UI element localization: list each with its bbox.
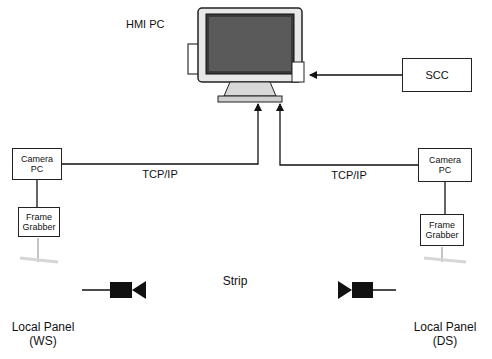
edge-label: TCP/IP <box>330 169 367 182</box>
box-label: Camera PC <box>423 155 467 176</box>
process-box: SCC <box>402 58 472 92</box>
box-label: Frame Grabber <box>23 212 56 233</box>
text-label: Strip <box>214 274 256 288</box>
box-label: Camera PC <box>17 154 57 175</box>
process-box: Camera PC <box>418 148 472 182</box>
box-label: SCC <box>425 69 448 82</box>
cable <box>20 238 466 262</box>
connector <box>36 180 37 207</box>
connector <box>310 74 402 75</box>
box-label: Frame Grabber <box>425 220 459 241</box>
connector <box>280 104 418 165</box>
process-box: Camera PC <box>12 148 62 180</box>
connector <box>62 104 258 164</box>
process-box: Frame Grabber <box>18 207 60 237</box>
text-label: Local Panel (DS) <box>404 320 486 349</box>
camera-symbol <box>338 281 396 299</box>
hmi-monitor: HMI PC <box>126 6 310 104</box>
node-label: HMI PC <box>126 18 165 30</box>
camera-symbol <box>82 281 146 299</box>
process-box: Frame Grabber <box>420 214 464 246</box>
text-label: Local Panel (WS) <box>2 320 84 349</box>
edge-label: TCP/IP <box>141 168 178 181</box>
connector <box>444 182 445 214</box>
